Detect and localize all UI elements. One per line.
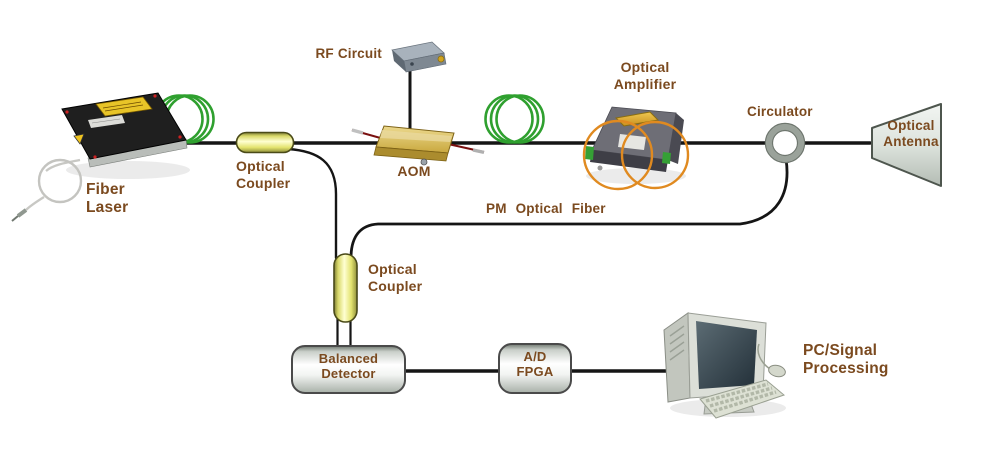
pm-optical-fiber-label: PM Optical Fiber [486,201,606,216]
laser-fiber-pigtail [11,158,83,222]
pc-device [663,312,786,419]
aom-device [351,125,485,166]
optical-antenna-device [871,103,942,187]
pc-mouse [757,343,786,378]
fiber-laser-label: Fiber Laser [86,181,129,217]
rf-circuit-label: RF Circuit [315,46,382,61]
pc-screen [696,321,757,389]
fiber-coil-right [484,94,545,144]
fiber-laser-device [11,92,188,222]
ad-fpga-device [498,343,572,394]
optical-coupler-top-device [235,131,295,154]
optical-amplifier-device [585,106,684,172]
pm-fiber-line [349,157,789,260]
coupler-branch-line [286,147,338,260]
optical-coupler-top-label: Optical Coupler [236,158,291,191]
optical-antenna-label: Optical Antenna [883,118,939,149]
pc-signal-processing-label: PC/Signal Processing [803,342,889,378]
ad-fpga-label: A/D FPGA [516,349,554,380]
pc-keyboard [699,379,786,419]
balanced-detector-device [291,345,406,394]
optical-amplifier-label: Optical Amplifier [613,59,677,92]
rf-circuit-device [391,41,447,73]
amplifier-fiber-loops [582,119,690,191]
rf-connector [437,55,445,63]
optical-coupler-mid-label: Optical Coupler [368,261,423,294]
optical-coupler-mid-device [333,253,358,323]
aom-label: AOM [397,163,431,179]
amplifier-white-label [618,134,646,150]
laser-warning-label [95,96,153,117]
circulator-device [764,122,806,164]
laser-warning-triangle [73,133,85,145]
circulator-label: Circulator [747,104,813,119]
balanced-detector-label: Balanced Detector [318,351,379,382]
